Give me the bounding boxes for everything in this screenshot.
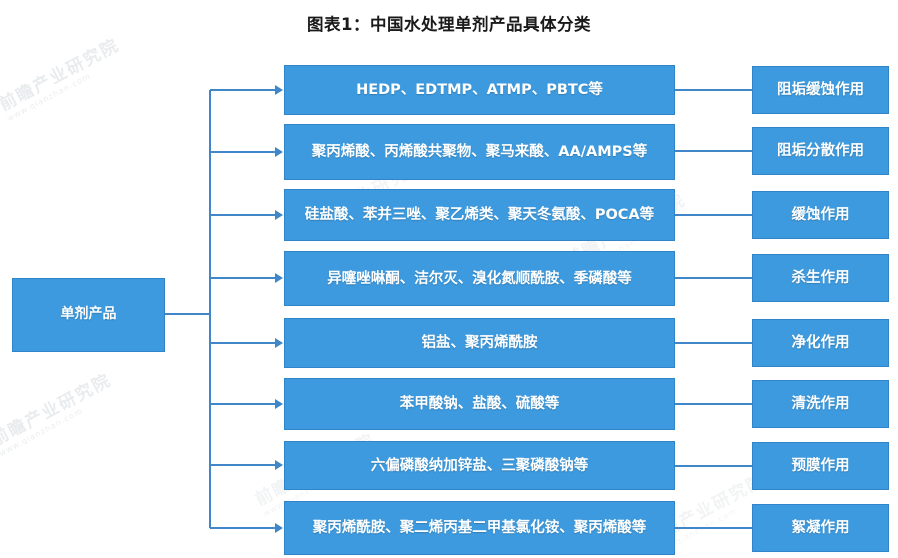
branch-arrow-2 bbox=[275, 147, 283, 157]
effect-box: 絮凝作用 bbox=[752, 504, 889, 552]
product-box: 苯甲酸钠、盐酸、硫酸等 bbox=[284, 378, 675, 430]
branch-line-8 bbox=[210, 527, 276, 529]
product-box: 硅盐酸、苯并三唑、聚乙烯类、聚天冬氨酸、POCA等 bbox=[284, 189, 675, 241]
branch-arrow-3 bbox=[275, 210, 283, 220]
effect-box: 清洗作用 bbox=[752, 380, 889, 428]
branch-line-1 bbox=[210, 89, 276, 91]
root-node-single-agent-product: 单剂产品 bbox=[12, 278, 165, 352]
effect-box: 阻垢分散作用 bbox=[752, 127, 889, 175]
effect-connector-1 bbox=[675, 89, 752, 91]
effect-label: 阻垢缓蚀作用 bbox=[777, 82, 864, 98]
branch-line-6 bbox=[210, 403, 276, 405]
branch-arrow-7 bbox=[275, 460, 283, 470]
root-node-label: 单剂产品 bbox=[60, 306, 117, 323]
effect-box: 杀生作用 bbox=[752, 254, 889, 302]
product-box: 聚丙烯酸、丙烯酸共聚物、聚马来酸、AA/AMPS等 bbox=[284, 124, 675, 180]
effect-connector-7 bbox=[675, 465, 752, 467]
branch-arrow-8 bbox=[275, 523, 283, 533]
chart-title: 图表1：中国水处理单剂产品具体分类 bbox=[307, 15, 591, 34]
branch-line-5 bbox=[210, 342, 276, 344]
root-connector bbox=[165, 313, 210, 315]
product-label: 苯甲酸钠、盐酸、硫酸等 bbox=[399, 396, 560, 412]
branch-arrow-4 bbox=[275, 273, 283, 283]
effect-label: 缓蚀作用 bbox=[791, 207, 850, 223]
product-label: 硅盐酸、苯并三唑、聚乙烯类、聚天冬氨酸、POCA等 bbox=[304, 207, 655, 223]
product-label: 聚丙烯酸、丙烯酸共聚物、聚马来酸、AA/AMPS等 bbox=[311, 144, 648, 160]
branch-arrow-1 bbox=[275, 85, 283, 95]
product-label: HEDP、EDTMP、ATMP、PBTC等 bbox=[356, 82, 603, 98]
effect-label: 絮凝作用 bbox=[791, 520, 850, 536]
effect-connector-4 bbox=[675, 277, 752, 279]
branch-arrow-6 bbox=[275, 399, 283, 409]
product-label: 聚丙烯酰胺、聚二烯丙基二甲基氯化铵、聚丙烯酸等 bbox=[312, 520, 647, 536]
effect-box: 净化作用 bbox=[752, 319, 889, 367]
effect-connector-3 bbox=[675, 214, 752, 216]
branch-line-3 bbox=[210, 214, 276, 216]
effect-label: 阻垢分散作用 bbox=[777, 143, 864, 159]
effect-box: 预膜作用 bbox=[752, 442, 889, 490]
branch-line-7 bbox=[210, 464, 276, 466]
effect-label: 清洗作用 bbox=[791, 396, 850, 412]
product-box: 聚丙烯酰胺、聚二烯丙基二甲基氯化铵、聚丙烯酸等 bbox=[284, 501, 675, 555]
effect-label: 净化作用 bbox=[791, 335, 850, 351]
effect-connector-6 bbox=[675, 403, 752, 405]
product-label: 异噻唑啉酮、洁尔灭、溴化氮顺酰胺、季磷酸等 bbox=[327, 270, 632, 287]
effect-label: 预膜作用 bbox=[791, 458, 850, 474]
product-box: 六偏磷酸纳加锌盐、三聚磷酸钠等 bbox=[284, 441, 675, 490]
branch-line-4 bbox=[210, 277, 276, 279]
trunk-line bbox=[209, 90, 211, 528]
product-label: 铝盐、聚丙烯酰胺 bbox=[421, 335, 538, 351]
effect-label: 杀生作用 bbox=[791, 270, 850, 286]
effect-box: 阻垢缓蚀作用 bbox=[752, 66, 889, 114]
product-label: 六偏磷酸纳加锌盐、三聚磷酸钠等 bbox=[370, 457, 589, 474]
branch-arrow-5 bbox=[275, 338, 283, 348]
effect-connector-2 bbox=[675, 150, 752, 152]
product-box: 异噻唑啉酮、洁尔灭、溴化氮顺酰胺、季磷酸等 bbox=[284, 251, 675, 306]
effect-connector-8 bbox=[675, 527, 752, 529]
product-box: HEDP、EDTMP、ATMP、PBTC等 bbox=[284, 65, 675, 115]
product-box: 铝盐、聚丙烯酰胺 bbox=[284, 318, 675, 368]
effect-connector-5 bbox=[675, 342, 752, 344]
effect-box: 缓蚀作用 bbox=[752, 191, 889, 239]
branch-line-2 bbox=[210, 151, 276, 153]
